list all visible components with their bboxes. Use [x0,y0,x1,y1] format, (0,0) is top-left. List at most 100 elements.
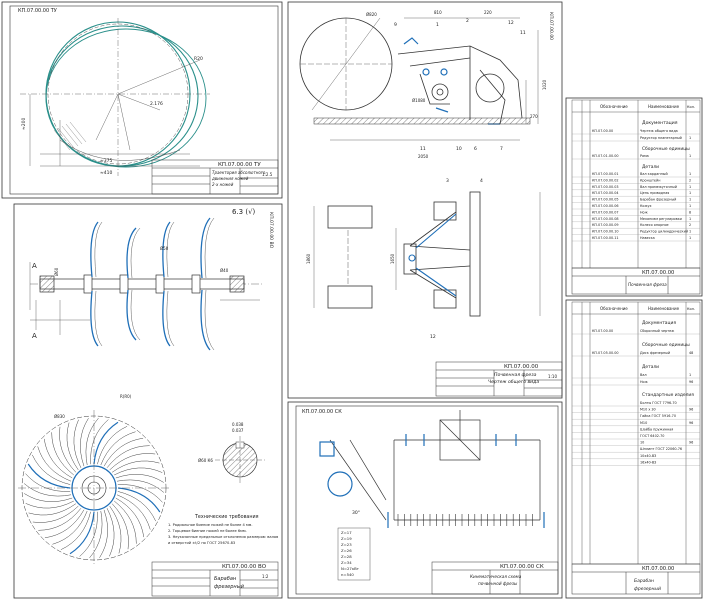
title-line1-s5: Почвенная фреза [628,282,667,287]
spec1-header-code: Обозначение [600,104,628,109]
section-mark-top: А [32,262,37,270]
spec1-doc-name: Редуктор планетарный [640,136,682,140]
plan-view [327,191,481,317]
spec1-part-qty: 8 [689,210,691,214]
dim-s4-c: 220 [484,10,492,15]
spec1-doc-qty: 1 [689,136,691,140]
section-a-a [215,436,265,484]
radial-knife [85,417,99,466]
title-line2-s4: Чертеж общего вида [488,379,539,385]
spec1-part-qty: 1 [689,191,691,195]
spec1-part-code: КП.07.00.00.07 [592,210,619,214]
spec2-section-docs: Документация [642,320,676,326]
spec2-std-qty: 96 [689,421,693,425]
title-line1-s2: Барабан [214,576,237,582]
title-line1-s3: Кинематическая схема [470,574,522,579]
radial-knife [25,500,74,509]
title-block-s3 [431,561,559,595]
spec1-part-name: Нож [640,210,648,214]
spec1-part-name: Редуктор цилиндрический [640,230,688,234]
radial-knife [106,445,150,468]
spec2-std-name: 16x40-ВЗ [640,460,656,464]
spec1-part-name: Цепь приводная [640,191,669,195]
title-line2-s3: почвенной фрезы [478,581,518,586]
svg-text:10: 10 [456,146,462,152]
radial-knife [25,473,71,492]
spec1-doc-code: КП.07.00.00 [592,129,613,133]
kinematic-knives [397,514,533,526]
spec2-std-name: 10 [640,441,644,445]
svg-text:11: 11 [520,30,526,36]
spec1-part-name: Кожух [640,204,652,208]
frame-side [397,45,523,125]
spec1-header-qty: Кол. [687,105,695,109]
spec1-part-name: Колесо опорное [640,223,669,227]
spec1-section-parts: Детали [642,164,659,170]
sheet-drum: КП.07.00.00 ВО 6.3 (√) [13,203,283,599]
drum-shaft [39,274,245,294]
svg-text:Z=19: Z=19 [341,536,352,541]
drum-end-view [18,410,170,566]
dim-s4-b: 810 [434,10,442,15]
radial-knife [52,510,88,545]
radial-knife [59,426,77,473]
title-block-s6 [571,563,701,595]
scale-s1: 1:2.5 [262,172,273,177]
spec2-part-name: Вал [640,373,647,377]
dim-d2: Ø40 [220,268,229,273]
spec2-grid [571,301,701,565]
spec2-std-name: Шайба пружинная [640,427,673,431]
tech-req-heading: Технические требования [194,514,259,520]
ground-line [313,117,531,125]
spec2-asm-code: КП.07.05.00.00 [592,351,619,355]
radial-knife [106,508,115,557]
spec2-asm-qty: 48 [689,351,693,355]
svg-text:12: 12 [508,20,514,26]
tech-req-4: и отверстий ±t/2 по ГОСТ 25670-83 [168,541,235,545]
plan-blue [408,213,457,297]
drum-dimension-lines [29,262,260,335]
svg-text:Z=26: Z=26 [341,548,352,553]
spec2-std-name: Гайка ГОСТ 5916-70 [640,414,676,418]
dim-s4-e: 270 [530,114,538,119]
spec1-part-name: Вал промежуточный [640,185,677,189]
sheet-code-rotated-s3: КП.07.00.00 СК [302,409,342,415]
title-code-s4: КП.07.00.00 [504,364,539,370]
title-code-s5: КП.07.00.00 [642,270,674,276]
radial-knife [116,479,165,493]
dim-radius-knife: R(R0) [120,394,132,399]
dim-s4-d: 1020 [542,79,547,90]
spec2-part-qty: 96 [689,380,693,384]
radial-knife [99,509,108,558]
radial-knife [51,432,74,476]
spec1-grid [571,99,701,269]
spec2-std-name: 10x40-ВЗ [640,454,656,458]
dim-x: 2.176 [150,101,163,107]
spec1-header-name: Наименование [648,104,680,109]
dim-height: ≈200 [21,118,27,130]
radial-knife [23,483,72,497]
radial-knife [89,510,103,559]
dim-plan-b: 1650 [390,253,395,264]
dim-s4-a: Ø820 [366,12,377,17]
radial-knife [100,431,136,466]
spec1-part-code: КП.07.00.00.03 [592,185,619,189]
spec1-part-code: КП.07.00.00.11 [592,236,619,240]
spec1-part-code: КП.07.00.00.09 [592,223,619,227]
spec2-std-name: Шплинт ГОСТ 22060-76 [640,447,682,451]
spec2-std-name: Болты ГОСТ 7796-70 [640,401,677,405]
tech-req-2: 2. Торцевое биение ножей не более 6мм. [168,529,247,533]
radial-knife [27,463,71,489]
dim-d3: Ø50 [160,246,169,251]
svg-text:9: 9 [394,22,397,28]
roughness-mark: 6.3 (√) [232,208,256,216]
spec1-part-code: КП.07.00.00.02 [592,178,619,182]
spec1-part-code: КП.07.00.00.08 [592,217,619,221]
spec2-doc-code: КП.07.00.00 [592,329,613,333]
radial-knife [116,494,151,530]
radial-knife [115,497,145,538]
title-line2-s2: фрезерный [214,584,245,590]
spec1-part-qty: 1 [689,236,691,240]
sheet-code-rotated-s4: КП.07.00.00 [548,12,554,40]
radial-knife [114,467,163,476]
